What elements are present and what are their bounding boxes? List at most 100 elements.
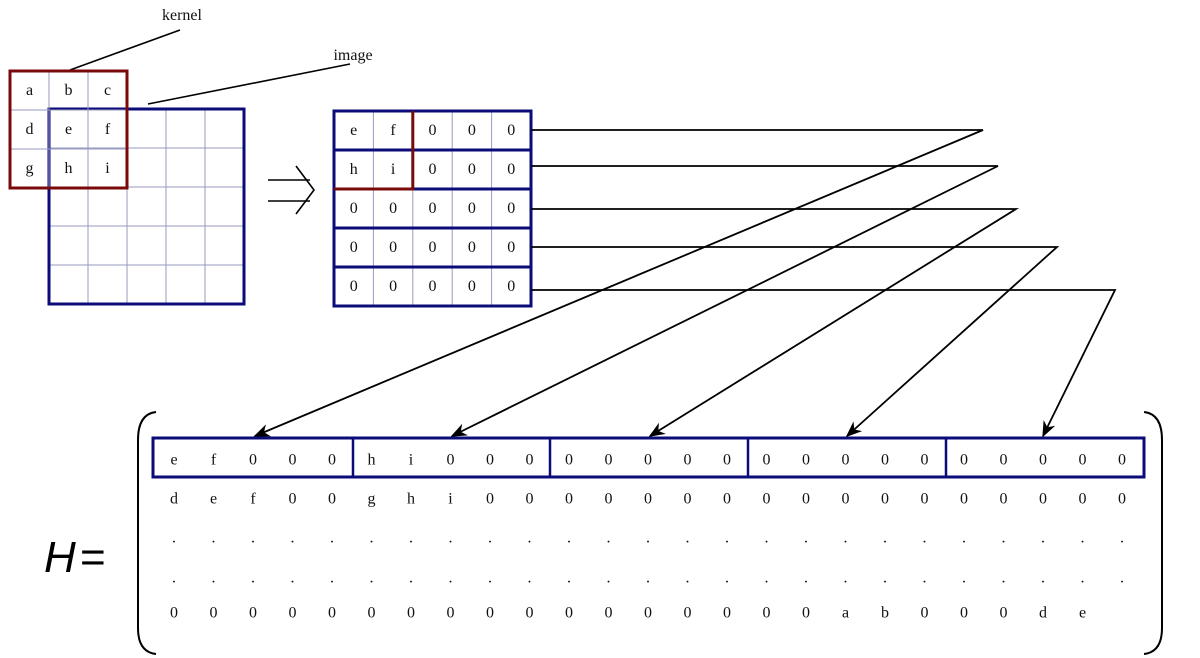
- matrix-cell: .: [725, 530, 729, 547]
- matrix-cell: .: [567, 530, 571, 547]
- matrix-cell: .: [449, 570, 453, 587]
- matrix-cell: 0: [881, 491, 889, 508]
- matrix-cell: 0: [486, 605, 494, 622]
- matrix-cell: 0: [328, 605, 336, 622]
- matrix-cell: h: [368, 452, 376, 469]
- matrix-cell: 0: [644, 605, 652, 622]
- matrix-cell: .: [528, 570, 532, 587]
- matrix-cell: 0: [605, 452, 613, 469]
- matrix-cell: .: [488, 570, 492, 587]
- padded-cell: 0: [429, 278, 437, 295]
- image-border: [47, 107, 246, 306]
- padded-cell: 0: [350, 278, 358, 295]
- matrix-cell: 0: [170, 605, 178, 622]
- kernel-cell: b: [65, 82, 73, 99]
- matrix-cell: .: [923, 570, 927, 587]
- matrix-cell: f: [211, 452, 217, 469]
- matrix-cell: 0: [289, 452, 297, 469]
- matrix-cell: 0: [1079, 452, 1087, 469]
- matrix-cell: .: [1120, 570, 1124, 587]
- matrix-cell: 0: [605, 491, 613, 508]
- matrix-cell: .: [449, 530, 453, 547]
- matrix-cell: 0: [368, 605, 376, 622]
- padded-cell: 0: [507, 239, 515, 256]
- matrix-cell: .: [962, 530, 966, 547]
- matrix-cell: .: [251, 530, 255, 547]
- matrix-cell: 0: [565, 452, 573, 469]
- image-label: image: [333, 47, 372, 64]
- matrix-cell: 0: [921, 452, 929, 469]
- kernel-cell: a: [26, 82, 33, 99]
- padded-cell: 0: [429, 161, 437, 178]
- matrix-cell: 0: [1118, 491, 1126, 508]
- matrix-cell: .: [646, 570, 650, 587]
- matrix-cell: i: [409, 452, 414, 469]
- padded-cell: e: [350, 122, 357, 139]
- matrix-cell: 0: [1039, 452, 1047, 469]
- matrix-cell: d: [1039, 605, 1047, 622]
- matrix-cell: .: [291, 570, 295, 587]
- right-bracket: [1143, 411, 1163, 655]
- matrix-cell: 0: [526, 452, 534, 469]
- matrix-cell: 0: [960, 491, 968, 508]
- kernel-overlap-outline: [334, 111, 415, 191]
- padded-cell: 0: [468, 278, 476, 295]
- highlighted-row-box: [151, 436, 1146, 479]
- matrix-cell: 0: [763, 491, 771, 508]
- kernel-label: kernel: [162, 7, 203, 24]
- matrix-cell: .: [844, 530, 848, 547]
- matrix-cell: .: [646, 530, 650, 547]
- matrix-cell: .: [567, 570, 571, 587]
- padded-cell: 0: [429, 122, 437, 139]
- matrix-cell: .: [330, 570, 334, 587]
- padded-cell: i: [391, 161, 396, 178]
- padded-cell: 0: [507, 161, 515, 178]
- padded-cell: h: [350, 161, 358, 178]
- matrix-cell: 0: [921, 491, 929, 508]
- matrix-cell: 0: [328, 491, 336, 508]
- row-connectors: [253, 129, 1117, 438]
- matrix-cell: 0: [723, 452, 731, 469]
- matrix-cell: .: [172, 570, 176, 587]
- row-connector-arrow: [253, 129, 984, 437]
- matrix-cell: 0: [249, 452, 257, 469]
- matrix-cell: 0: [881, 452, 889, 469]
- kernel-border: [8, 69, 129, 190]
- matrix-cell: 0: [605, 605, 613, 622]
- padded-cell: 0: [507, 200, 515, 217]
- matrix-cell: .: [1120, 530, 1124, 547]
- matrix-cell: 0: [763, 605, 771, 622]
- matrix-cell: .: [1002, 530, 1006, 547]
- matrix-cell: .: [804, 530, 808, 547]
- matrix-cell: 0: [1000, 491, 1008, 508]
- matrix-cell: .: [1041, 530, 1045, 547]
- matrix-cell: 0: [684, 491, 692, 508]
- matrix-cell: .: [1041, 570, 1045, 587]
- kernel-leader-line: [69, 29, 181, 71]
- matrix-cell: .: [607, 570, 611, 587]
- matrix-cell: .: [212, 570, 216, 587]
- matrix-cell: 0: [723, 491, 731, 508]
- matrix-cell: .: [330, 530, 334, 547]
- matrix-cell: .: [765, 570, 769, 587]
- matrix-cell: .: [725, 570, 729, 587]
- padded-cell: 0: [389, 200, 397, 217]
- padded-cell: 0: [389, 278, 397, 295]
- row-connector-arrow: [531, 208, 1020, 437]
- matrix-cell: .: [409, 530, 413, 547]
- matrix-cell: 0: [249, 605, 257, 622]
- matrix-cell: 0: [526, 491, 534, 508]
- matrix-cell: 0: [644, 452, 652, 469]
- matrix-cell: .: [883, 530, 887, 547]
- matrix-cell: 0: [921, 605, 929, 622]
- matrix-cell: 0: [289, 491, 297, 508]
- padded-cell: 0: [429, 200, 437, 217]
- kernel-cell: f: [105, 121, 111, 138]
- matrix-cell: 0: [1000, 452, 1008, 469]
- matrix-cell: .: [804, 570, 808, 587]
- matrix-cell: .: [923, 530, 927, 547]
- padded-cell: 0: [468, 161, 476, 178]
- matrix-cell: a: [842, 605, 849, 622]
